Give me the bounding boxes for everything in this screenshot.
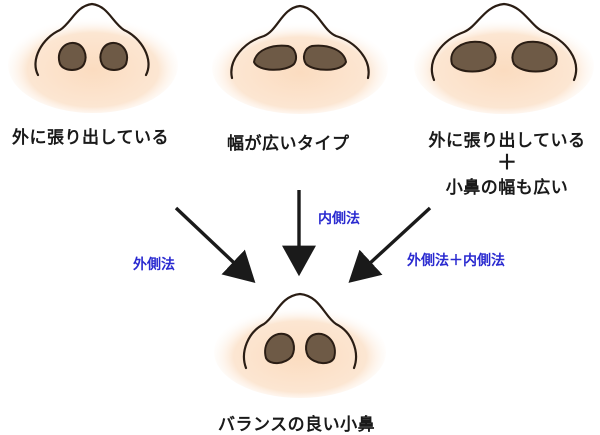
skin-shadow <box>414 18 594 114</box>
method-label-outer: 外側法 <box>133 257 175 273</box>
arrow-left <box>174 206 256 284</box>
nose-balanced-illustration <box>214 292 386 398</box>
nose-outline <box>34 2 150 77</box>
caption-flared-wide: 外に張り出している ＋ 小鼻の幅も広い <box>429 126 586 198</box>
plus-sign: ＋ <box>497 150 517 174</box>
nose-outline <box>230 4 370 80</box>
nose-outline <box>430 2 578 82</box>
arrow-right <box>348 206 432 283</box>
caption-flared: 外に張り出している <box>12 128 169 148</box>
right-nostril <box>511 40 558 73</box>
left-nostril <box>58 41 87 71</box>
right-nostril <box>99 41 128 71</box>
skin-shadow <box>214 306 386 398</box>
nose-wide-illustration <box>212 4 388 114</box>
left-nostril <box>252 44 297 71</box>
right-nostril <box>305 332 336 364</box>
nose-outline <box>242 292 358 370</box>
method-label-inner: 内側法 <box>318 211 360 227</box>
right-nostril <box>303 44 348 71</box>
left-nostril <box>450 40 497 73</box>
nose-flared-wide-illustration <box>414 2 594 114</box>
left-nostril <box>264 332 295 364</box>
nose-flared-illustration <box>8 2 178 113</box>
skin-shadow <box>212 22 388 114</box>
method-label-combined: 外側法＋内側法 <box>407 253 505 269</box>
caption-wide: 幅が広いタイプ <box>227 134 350 154</box>
caption-flared-wide-line2: 小鼻の幅も広い <box>445 178 569 198</box>
caption-balanced: バランスの良い小鼻 <box>218 415 376 435</box>
caption-flared-wide-line1: 外に張り出している <box>428 131 586 151</box>
skin-shadow <box>8 17 178 113</box>
